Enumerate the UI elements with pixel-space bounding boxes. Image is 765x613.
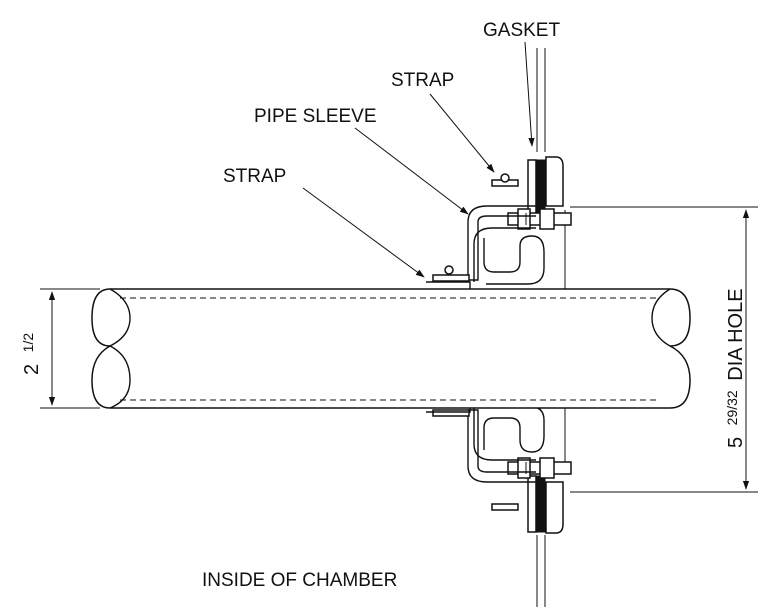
hole-fraction: 29/32 xyxy=(724,390,740,425)
gasket-label: GASKET xyxy=(483,20,560,41)
hole-diameter-dimension: 5 29/32 DIA HOLE xyxy=(570,206,758,493)
upper-bolt xyxy=(507,208,572,230)
strap-lower-label: STRAP xyxy=(223,166,286,187)
lower-gasket-assembly xyxy=(527,475,564,534)
hole-suffix: DIA HOLE xyxy=(725,288,747,380)
leader-lines xyxy=(302,41,535,278)
lower-bolt xyxy=(507,457,572,479)
lower-pipe-sleeve xyxy=(426,403,545,511)
inside-of-chamber-label: INSIDE OF CHAMBER xyxy=(202,570,397,591)
svg-text:5 29/32 DIA HOLE: 5 29/32 DIA HOLE xyxy=(720,288,747,448)
pipe-sleeve-label: PIPE SLEEVE xyxy=(254,106,377,127)
upper-pipe-sleeve xyxy=(426,173,545,289)
pipe-od-dimension: 2 1/2 xyxy=(20,288,100,409)
svg-text:2 1/2: 2 1/2 xyxy=(20,333,43,375)
pipe-od-fraction: 1/2 xyxy=(20,333,36,353)
hole-whole: 5 xyxy=(725,437,747,448)
strap-upper-label: STRAP xyxy=(391,70,454,91)
upper-gasket-assembly xyxy=(527,156,564,219)
pipe-od-whole: 2 xyxy=(21,364,43,375)
pipe xyxy=(91,288,691,409)
